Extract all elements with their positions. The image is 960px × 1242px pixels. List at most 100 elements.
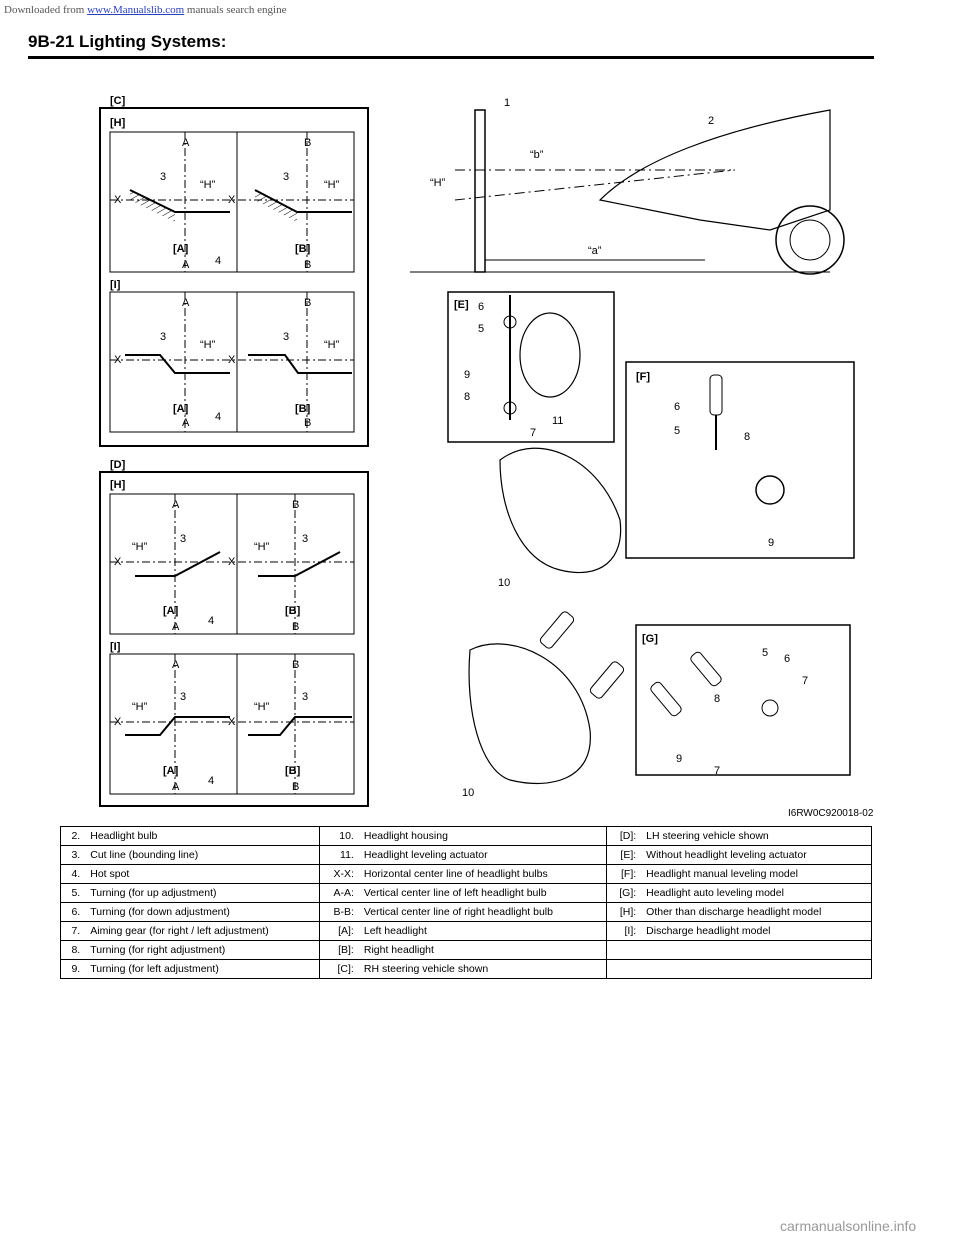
legend-code: 3. <box>60 845 85 865</box>
panel-g-label: [G] <box>642 633 658 645</box>
label-4: 4 <box>208 615 214 627</box>
figure-id: I6RW0C920018-02 <box>788 808 874 819</box>
label-4: 4 <box>215 255 221 267</box>
label-9: 9 <box>464 369 470 381</box>
label-1: 1 <box>504 97 510 109</box>
label-7: 7 <box>530 427 536 439</box>
page-title: 9B-21 Lighting Systems: <box>28 32 227 51</box>
panel-c-frame <box>99 107 369 447</box>
legend-desc: Left headlight <box>357 921 607 941</box>
label-7: 7 <box>714 765 720 777</box>
legend-code: 7. <box>60 921 85 941</box>
label-right-headlight: [B] <box>285 765 301 777</box>
label-2: 2 <box>708 115 714 127</box>
legend-desc: Hot spot <box>84 864 321 884</box>
label-a: A <box>182 259 190 271</box>
banner-prefix: Downloaded from <box>4 4 88 16</box>
adjust-screw <box>503 315 517 329</box>
label-3: 3 <box>302 533 308 545</box>
legend-code: 10. <box>319 826 358 846</box>
label-6: 6 <box>478 301 484 313</box>
panel-e-label: [E] <box>454 299 469 311</box>
panel-d-i-label: [I] <box>110 641 121 653</box>
legend-code: 2. <box>60 826 85 846</box>
label-h: “H” <box>200 339 216 351</box>
label-8: 8 <box>464 391 470 403</box>
legend-desc: Horizontal center line of headlight bulb… <box>357 864 607 884</box>
legend-code: [I]: <box>605 921 641 941</box>
label-left-headlight: [A] <box>173 243 189 255</box>
legend-row: 7.Aiming gear (for right / left adjustme… <box>60 921 873 941</box>
adjust-screw <box>503 401 517 415</box>
legend-code: [B]: <box>319 940 358 960</box>
legend-code: [C]: <box>319 959 358 979</box>
hatch <box>130 190 175 222</box>
label-h: “H” <box>132 541 148 553</box>
screwdriver-handle <box>650 681 682 717</box>
headlight-housing <box>499 447 622 574</box>
cut-line <box>135 551 221 577</box>
legend-desc: RH steering vehicle shown <box>357 959 607 979</box>
cut-line <box>248 354 352 374</box>
label-x: X <box>114 556 122 568</box>
legend-desc: Cut line (bounding line) <box>84 845 321 865</box>
legend-desc: Turning (for up adjustment) <box>84 883 321 903</box>
label-4: 4 <box>208 775 214 787</box>
manualslib-link[interactable]: www.Manualslib.com <box>87 4 185 16</box>
panel-c-h-box <box>109 131 355 273</box>
legend-row: 6.Turning (for down adjustment)B-B:Verti… <box>60 902 873 922</box>
beam-line <box>454 169 736 201</box>
legend-desc: Turning (for right adjustment) <box>84 940 321 960</box>
panel-c-h-label: [H] <box>110 117 126 129</box>
label-h: “H” <box>200 179 216 191</box>
legend-row: 8.Turning (for right adjustment)[B]:Righ… <box>60 940 873 960</box>
cut-line <box>125 354 230 374</box>
legend-desc: Right headlight <box>357 940 607 960</box>
legend-code: 11. <box>319 845 358 865</box>
legend-code: [E]: <box>605 845 641 865</box>
legend-desc: Turning (for left adjustment) <box>84 959 321 979</box>
label-left-headlight: [A] <box>163 605 179 617</box>
legend-code <box>605 940 641 960</box>
headlight-housing-lower <box>468 643 591 785</box>
legend-desc: Discharge headlight model <box>640 921 873 941</box>
label-x: X <box>114 716 122 728</box>
panel-c-i-box <box>109 291 355 433</box>
car-wheel <box>775 205 845 275</box>
label-b: B <box>304 137 311 149</box>
legend-code: 4. <box>60 864 85 884</box>
label-10: 10 <box>462 787 474 799</box>
label-10: 10 <box>498 577 510 589</box>
legend-desc: Turning (for down adjustment) <box>84 902 321 922</box>
banner-suffix: manuals search engine <box>184 4 287 16</box>
label-b-dist: “b” <box>530 149 544 161</box>
legend-desc <box>640 959 873 979</box>
label-8: 8 <box>714 693 720 705</box>
legend-desc: Headlight manual leveling model <box>640 864 873 884</box>
screwdriver-handle <box>589 661 625 699</box>
label-a: A <box>172 659 180 671</box>
label-8: 8 <box>744 431 750 443</box>
label-x: X <box>228 716 236 728</box>
panel-d-frame <box>99 471 369 807</box>
label-6: 6 <box>784 653 790 665</box>
label-7: 7 <box>802 675 808 687</box>
label-3: 3 <box>160 331 166 343</box>
header-rule <box>28 56 874 59</box>
panel-e-frame <box>447 291 615 443</box>
legend-desc: Headlight auto leveling model <box>640 883 873 903</box>
label-b: B <box>292 781 299 793</box>
cut-line <box>248 716 352 736</box>
aiming-gear <box>761 699 779 717</box>
legend-row: 3.Cut line (bounding line)11.Headlight l… <box>60 845 873 865</box>
panel-c-i-label: [I] <box>110 279 121 291</box>
cut-line <box>258 551 341 577</box>
legend-code: 9. <box>60 959 85 979</box>
legend-code: 8. <box>60 940 85 960</box>
legend-code: 6. <box>60 902 85 922</box>
label-x: X <box>228 354 236 366</box>
panel-d-h-box <box>109 493 355 635</box>
label-5: 5 <box>762 647 768 659</box>
